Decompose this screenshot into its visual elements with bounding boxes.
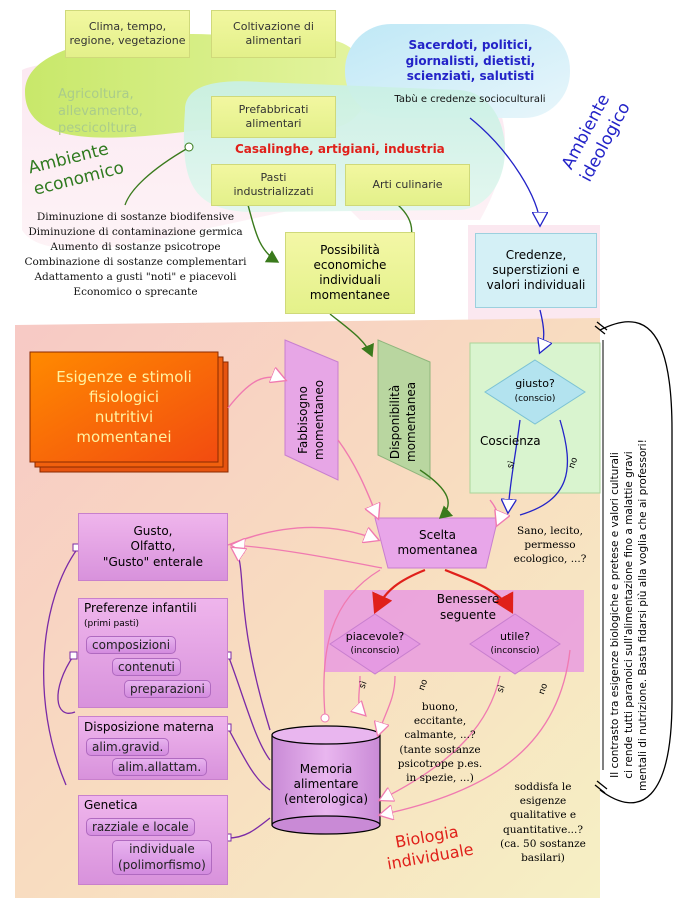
sacerdoti-label: Sacerdoti, politici, giornalisti, dietis… (405, 38, 536, 84)
box-coltivazione: Coltivazione di alimentari (211, 10, 336, 58)
benessere-label: Benessere seguente (436, 592, 500, 622)
economic-item: Adattamento a gusti "noti" e piacevoli (34, 270, 237, 283)
utile-question: utile? (499, 630, 530, 643)
pref-item-contenuti: contenuti (112, 658, 181, 676)
gen-item-individuale: individuale (polimorfismo) (112, 840, 212, 876)
pref-item-preparazioni: preparazioni (124, 680, 211, 698)
side-note: Il contrasto tra esigenze biologiche e p… (609, 439, 650, 791)
giusto-sub: (conscio) (514, 394, 556, 404)
disp-item-gravid: alim.gravid. (86, 738, 170, 756)
economic-item: Combinazione di sostanze complementari (24, 255, 247, 268)
piacevole-sub: (inconscio) (350, 646, 400, 656)
giusto-question: giusto? (515, 377, 555, 390)
economic-item: Diminuzione di sostanze biodifensive (36, 211, 235, 223)
piacevole-question: piacevole? (345, 630, 405, 643)
gusto-panel (78, 513, 228, 581)
primi-pasti-label: (primi pasti) (84, 619, 140, 629)
credenze-box: Credenze, superstizioni e valori individ… (475, 233, 597, 308)
agricoltura-label: Agricoltura, allevamento, pescicoltura (58, 87, 143, 136)
box-pasti: Pasti industrializzati (211, 164, 336, 206)
economic-item: Aumento di sostanze psicotrope (50, 240, 221, 253)
esigenze-label: Esigenze e stimoli fisiologici nutritivi… (56, 367, 192, 447)
disp-item-allattam: alim.allattam. (112, 758, 208, 776)
memoria-label: Memoria alimentare (enterologica) (283, 761, 369, 806)
casalinghe-label: Casalinghe, artigiani, industria (235, 142, 445, 156)
coscienza-label: Coscienza (480, 434, 541, 448)
box-clima: Clima, tempo, regione, vegetazione (65, 10, 190, 58)
box-prefabbricati: Prefabbricati alimentari (211, 96, 336, 138)
utile-sub: (inconscio) (490, 646, 540, 656)
tabu-label: Tabù e credenze socioculturali (394, 94, 546, 105)
genetica-label: Genetica (84, 798, 138, 812)
preferenze-label: Preferenze infantili (84, 601, 197, 615)
disponibilita-label: Disponibilità momentanea (388, 381, 418, 462)
economic-effects-list: Diminuzione di sostanze biodifensive Dim… (18, 210, 253, 299)
sano-label: Sano, lecito, permesso ecologico, ...? (513, 525, 587, 566)
pref-item-composizioni: composizioni (86, 636, 177, 654)
gusto-label: Gusto, Olfatto, "Gusto" enterale (102, 523, 204, 569)
disposizione-label: Disposizione materna (84, 720, 214, 734)
possibilita-box: Possibilità economiche individuali momen… (285, 232, 415, 314)
buono-label: buono, eccitante, calmante, ...? (tante … (397, 701, 483, 784)
soddisfa-label: soddisfa le esigenze qualitative e quant… (500, 781, 586, 864)
economic-item: Economico o sprecante (73, 285, 198, 298)
scelta-label: Scelta momentanea (397, 528, 478, 557)
fabbisogno-label: Fabbisogno momentaneo (296, 379, 326, 460)
gen-item-razziale: razziale e locale (86, 818, 195, 836)
economic-item: Diminuzione di contaminazione germica (28, 225, 243, 238)
box-arti: Arti culinarie (345, 164, 470, 206)
